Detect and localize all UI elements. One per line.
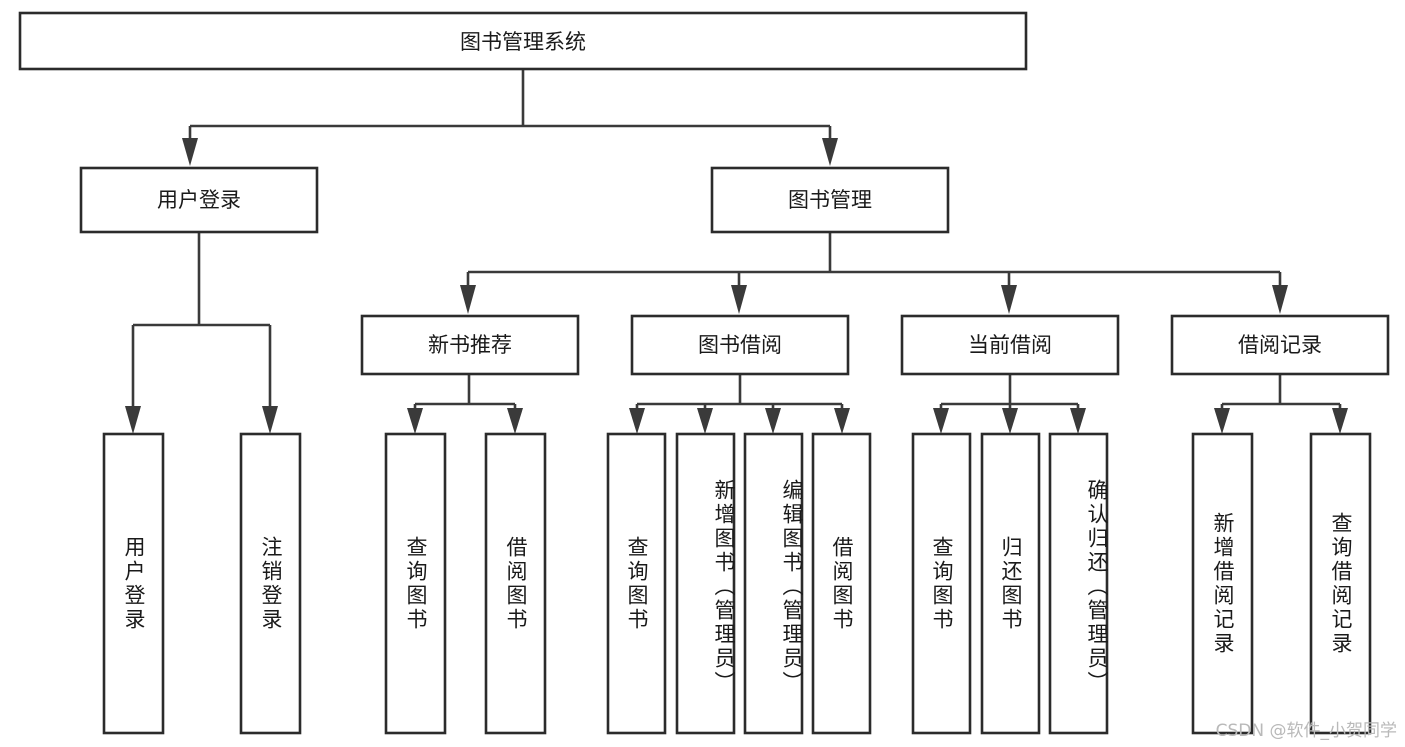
node-book-mgmt-label: 图书管理 xyxy=(788,188,872,212)
node-leaf-box[interactable] xyxy=(102,432,165,735)
node-leaf-box[interactable] xyxy=(675,432,736,735)
arrowhead-leaf-current-borrow-1 xyxy=(933,408,949,434)
arrowhead-leaf-current-borrow-2 xyxy=(1002,408,1018,434)
arrowhead-user-login xyxy=(182,138,198,166)
node-borrow-book-label: 图书借阅 xyxy=(698,333,782,357)
connector-group xyxy=(131,69,1342,408)
arrowhead-leaf-user-login-1 xyxy=(125,406,141,434)
node-new-book-label: 新书推荐 xyxy=(428,333,512,357)
node-current-borrow-label: 当前借阅 xyxy=(968,333,1052,357)
arrowhead-book-mgmt xyxy=(822,138,838,166)
arrowhead-leaf-user-login-2 xyxy=(262,406,278,434)
arrowhead-leaf-new-book-2 xyxy=(507,408,523,434)
node-leaf-box[interactable] xyxy=(811,432,872,735)
node-new-book-box[interactable] xyxy=(360,314,580,376)
node-label-group: 图书管理系统 用户登录 图书管理 新书推荐 图书借阅 当前借阅 借阅记录 xyxy=(157,30,1322,357)
node-leaf-box[interactable] xyxy=(1309,432,1372,735)
arrowhead-leaf-current-borrow-3 xyxy=(1070,408,1086,434)
node-borrow-record-box[interactable] xyxy=(1170,314,1390,376)
node-leaf-box[interactable] xyxy=(484,432,547,735)
node-leaf-box[interactable] xyxy=(743,432,804,735)
arrowhead-leaf-borrow-book-3 xyxy=(765,408,781,434)
watermark-text: CSDN @软件_小贺同学 xyxy=(1215,721,1397,741)
arrowhead-leaf-borrow-book-2 xyxy=(697,408,713,434)
node-user-login-box[interactable] xyxy=(79,166,319,234)
node-root-box[interactable] xyxy=(18,11,1028,71)
arrowhead-borrow-book xyxy=(731,285,747,314)
node-borrow-book-box[interactable] xyxy=(630,314,850,376)
arrowhead-borrow-record xyxy=(1272,285,1288,314)
node-box-group xyxy=(18,11,1390,735)
arrowhead-leaf-borrow-record-1 xyxy=(1214,408,1230,434)
arrowhead-leaf-borrow-book-1 xyxy=(629,408,645,434)
node-leaf-box[interactable] xyxy=(606,432,667,735)
node-user-login-label: 用户登录 xyxy=(157,188,241,212)
arrowhead-leaf-new-book-1 xyxy=(407,408,423,434)
node-book-mgmt-box[interactable] xyxy=(710,166,950,234)
node-leaf-box[interactable] xyxy=(1048,432,1109,735)
node-leaf-box[interactable] xyxy=(239,432,302,735)
arrowhead-group xyxy=(125,138,1348,434)
arrowhead-new-book xyxy=(460,285,476,314)
arrowhead-current-borrow xyxy=(1001,285,1017,314)
node-borrow-record-label: 借阅记录 xyxy=(1238,333,1322,357)
node-current-borrow-box[interactable] xyxy=(900,314,1120,376)
node-leaf-box[interactable] xyxy=(384,432,447,735)
node-leaf-box[interactable] xyxy=(911,432,972,735)
node-leaf-box[interactable] xyxy=(980,432,1041,735)
arrowhead-leaf-borrow-record-2 xyxy=(1332,408,1348,434)
node-leaf-box[interactable] xyxy=(1191,432,1254,735)
arrowhead-leaf-borrow-book-4 xyxy=(834,408,850,434)
node-root-label: 图书管理系统 xyxy=(460,30,586,54)
